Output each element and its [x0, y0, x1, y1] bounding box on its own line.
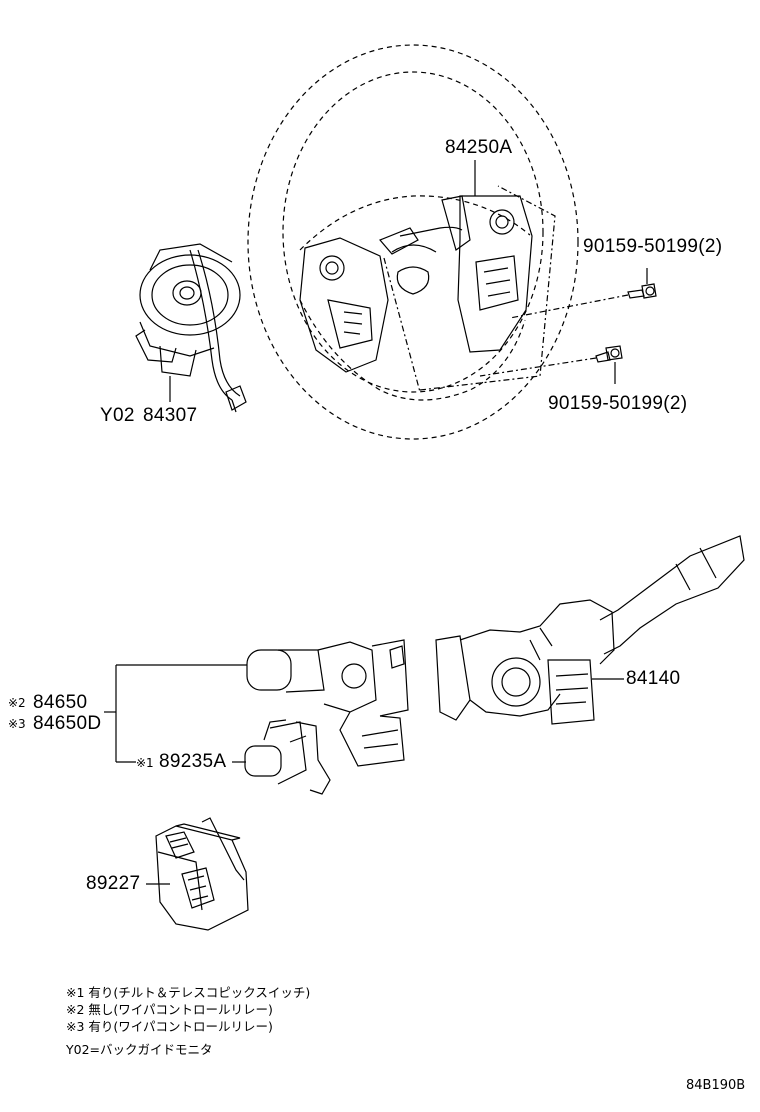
turn-signal-switch-drawing [436, 536, 744, 724]
part-number-screw-lower[interactable]: 90159-50199(2) [548, 393, 688, 414]
leader-84650-bracket [104, 665, 247, 762]
figure-code: 84B190B [686, 1078, 746, 1093]
part-number-screw-upper[interactable]: 90159-50199(2) [583, 236, 723, 257]
part-number-84140[interactable]: 84140 [626, 668, 681, 689]
part-number-84307-prefix: Y02 [100, 405, 135, 426]
tilt-switch-drawing [245, 720, 330, 794]
part-number-84250a[interactable]: 84250A [445, 137, 513, 158]
spiral-cable-drawing [136, 244, 246, 412]
relay-module-drawing [156, 818, 248, 930]
mark-2: ※2 [8, 696, 26, 710]
mark-3: ※3 [8, 717, 26, 731]
part-number-84307[interactable]: 84307 [143, 405, 198, 426]
footnote-y02: Y02=バックガイドモニタ [66, 1042, 213, 1057]
part-number-84650d[interactable]: 84650D [33, 713, 102, 734]
part-number-84650[interactable]: 84650 [33, 692, 88, 713]
footnote-3: ※3 有り(ワイパコントロールリレー) [66, 1019, 273, 1034]
mark-1: ※1 [136, 756, 154, 770]
footnote-2: ※2 無し(ワイパコントロールリレー) [66, 1002, 273, 1017]
part-number-89227[interactable]: 89227 [86, 873, 141, 894]
steering-wheel-drawing [248, 45, 578, 439]
screw-lower-drawing [480, 346, 622, 384]
screw-upper-drawing [510, 268, 656, 318]
footnote-1: ※1 有り(チルト＆テレスコピックスイッチ) [66, 985, 311, 1000]
part-number-89235a[interactable]: 89235A [159, 751, 227, 772]
wiper-switch-drawing [247, 640, 408, 766]
